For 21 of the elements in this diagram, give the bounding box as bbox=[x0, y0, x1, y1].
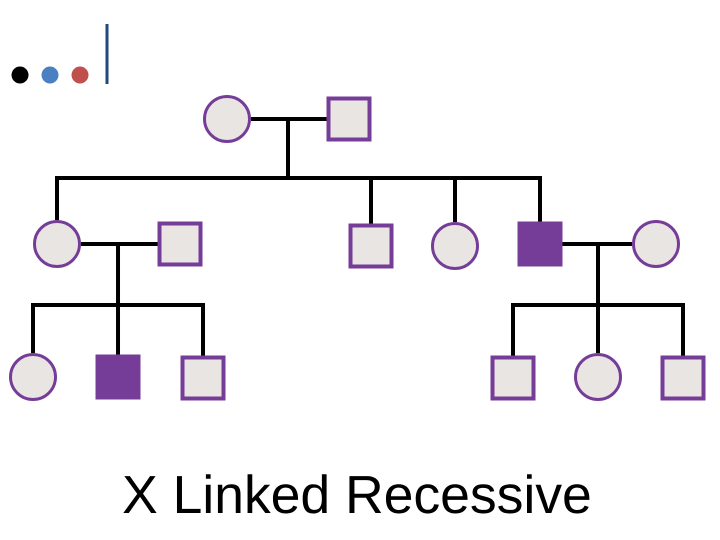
square-symbol bbox=[326, 96, 372, 142]
circle-symbol bbox=[574, 353, 622, 401]
connector-line bbox=[31, 303, 35, 353]
circle-symbol bbox=[9, 353, 57, 401]
square-symbol bbox=[158, 222, 202, 266]
circle-symbol bbox=[33, 220, 81, 268]
square-symbol bbox=[348, 224, 394, 268]
connector-line bbox=[538, 176, 542, 222]
square-symbol bbox=[518, 222, 562, 266]
circle-symbol bbox=[632, 220, 680, 268]
connector-line bbox=[55, 176, 59, 220]
square-symbol bbox=[96, 354, 140, 400]
square-symbol bbox=[660, 356, 706, 400]
circle-symbol bbox=[431, 222, 479, 270]
square-symbol bbox=[490, 356, 536, 400]
caption: X Linked Recessive bbox=[123, 474, 590, 514]
connector-line bbox=[201, 303, 205, 356]
connector-line bbox=[511, 303, 515, 356]
circle-symbol bbox=[203, 95, 251, 143]
square-symbol bbox=[180, 356, 226, 400]
connector-line bbox=[681, 303, 685, 356]
